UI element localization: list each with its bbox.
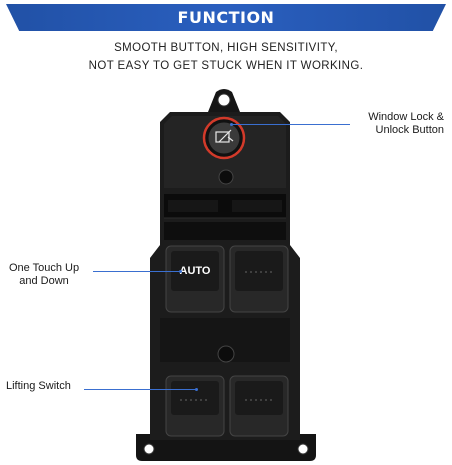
banner-title: FUNCTION	[177, 8, 275, 27]
auto-label: AUTO	[180, 265, 211, 277]
auto-callout-dot	[179, 270, 182, 273]
auto-callout-line	[93, 271, 181, 272]
one-touch-callout: One Touch Up and Down	[2, 262, 86, 288]
function-banner: FUNCTION	[6, 4, 446, 31]
subtitle-line-2: NOT EASY TO GET STUCK WHEN IT WORKING.	[88, 60, 364, 72]
lifting-callout-dot	[195, 388, 198, 391]
lifting-callout-line	[84, 389, 196, 390]
lock-callout-dot	[230, 123, 233, 126]
lock-callout-line	[232, 124, 350, 125]
auto-callout-line1: One Touch Up	[8, 262, 80, 274]
auto-callout-line2: and Down	[19, 275, 69, 287]
window-lock-callout: Window Lock & Unlock Button	[368, 111, 444, 137]
lifting-switch-callout: Lifting Switch	[6, 380, 71, 392]
lock-callout-line1: Window Lock &	[368, 111, 444, 123]
lock-callout-line2: Unlock Button	[375, 124, 444, 136]
subtitle-line-1: SMOOTH BUTTON, HIGH SENSITIVITY,	[114, 42, 338, 54]
